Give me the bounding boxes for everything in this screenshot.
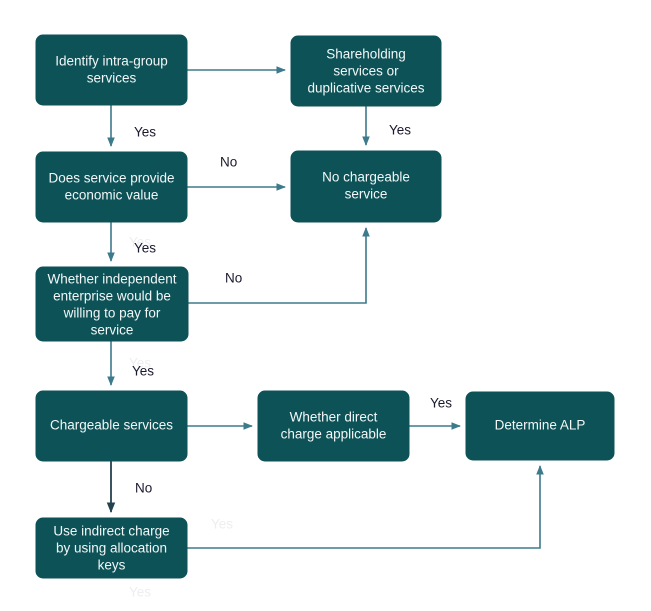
edge-label-yes-independent-to-chargeable: Yes [132, 364, 154, 379]
ghost-label-yes-d: Yes [129, 585, 151, 600]
node-box [35, 390, 188, 462]
node-box [35, 151, 188, 223]
node-chargeable-services[interactable]: Chargeable services [35, 390, 188, 462]
node-label-line: services [87, 71, 137, 86]
node-no-chargeable-service[interactable]: No chargeable service [290, 150, 442, 223]
node-box [35, 34, 188, 106]
node-label-line: Whether independent [47, 272, 176, 287]
node-whether-direct-charge-applicable[interactable]: Whether direct charge applicable [257, 390, 410, 462]
node-label-line: Does service provide [48, 171, 174, 186]
node-label-line: services or [333, 64, 399, 79]
node-whether-independent-enterprise-willing-to-pay[interactable]: Whether independent enterprise would be … [35, 266, 189, 342]
node-label-line: enterprise would be [53, 289, 171, 304]
node-box [290, 35, 442, 107]
node-box [465, 391, 615, 461]
node-box [290, 150, 442, 223]
node-label-line: Shareholding [326, 47, 406, 62]
edge-label-yes-shareholding-to-nochargeable: Yes [389, 123, 411, 138]
node-label-line: charge applicable [281, 427, 387, 442]
edge-label-yes-direct-to-alp: Yes [430, 396, 452, 411]
node-label-line: keys [98, 558, 126, 573]
node-label-line: willing to pay for [63, 306, 161, 321]
edge-label-yes-identify-to-economic: Yes [134, 125, 156, 140]
ghost-label-yes-a: Yes [129, 235, 151, 250]
ghost-label-yes-b: Yes [129, 356, 151, 371]
node-box [257, 390, 410, 462]
edge-label-yes-economic-to-independent: Yes [134, 241, 156, 256]
edge-label-no-economic-to-nochargeable: No [220, 155, 237, 170]
node-label-line: service [345, 187, 388, 202]
node-use-indirect-charge-allocation-keys[interactable]: Use indirect charge by using allocation … [35, 517, 188, 579]
node-identify-intra-group-services[interactable]: Identify intra-group services [35, 34, 188, 106]
node-label-line: duplicative services [307, 81, 424, 96]
node-label-line: Identify intra-group [55, 54, 168, 69]
edge-label-no-independent-to-nochargeable: No [225, 271, 242, 286]
node-determine-alp[interactable]: Determine ALP [465, 391, 615, 461]
ghost-label-yes-c: Yes [211, 517, 233, 532]
node-label-line: economic value [65, 188, 159, 203]
node-label-line: by using allocation [56, 541, 167, 556]
node-label-line: No chargeable [322, 170, 410, 185]
node-label-line: Chargeable services [50, 418, 173, 433]
edge-label-no-chargeable-to-indirect: No [135, 481, 152, 496]
node-box [35, 517, 188, 579]
node-label-line: Whether direct [290, 410, 378, 425]
edge-indirect-to-alp [187, 465, 544, 549]
node-label-line: service [91, 323, 134, 338]
node-box [35, 266, 189, 342]
node-label-line: Determine ALP [495, 418, 586, 433]
edge-independent-to-nochargeable [188, 227, 370, 304]
node-does-service-provide-economic-value[interactable]: Does service provide economic value [35, 151, 188, 223]
node-shareholding-or-duplicative-services[interactable]: Shareholding services or duplicative ser… [290, 35, 442, 107]
node-label-line: Use indirect charge [53, 524, 169, 539]
